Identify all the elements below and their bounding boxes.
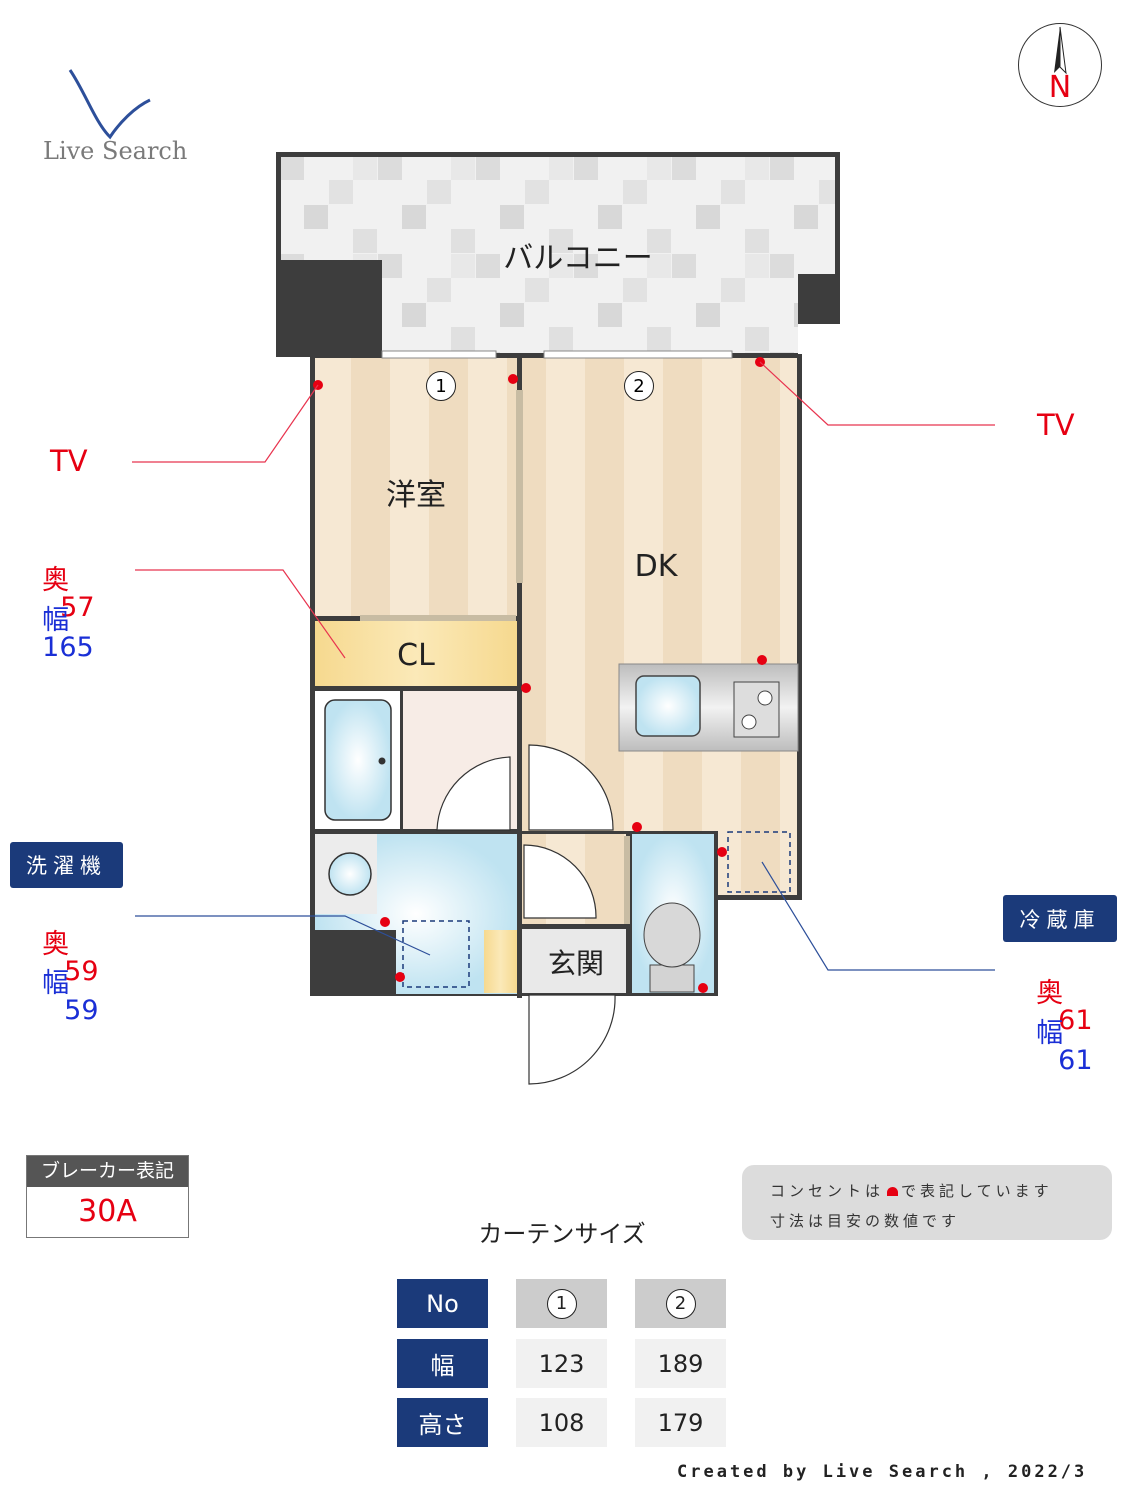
note-line-1: コンセントはで表記しています [770, 1180, 1053, 1201]
closet [315, 621, 517, 686]
room-label-closet: CL [397, 638, 435, 673]
washer-space [402, 920, 470, 988]
outlet-icon [887, 1187, 899, 1196]
fridge-space [727, 831, 791, 893]
compass-label: N [1048, 70, 1072, 105]
note-text: コンセントは [770, 1182, 885, 1200]
window-1 [381, 350, 497, 359]
room-label-balcony: バルコニー [503, 241, 652, 276]
room-label-entrance: 玄関 [548, 947, 604, 980]
window-number: 2 [665, 1288, 696, 1319]
curtain-header-2: 2 [635, 1279, 726, 1328]
tv-label-left: TV [50, 444, 88, 478]
callout-lines [132, 361, 995, 971]
depth-label: 奥 [1036, 978, 1064, 1009]
logo: Live Search [40, 62, 200, 172]
footer-credit: Created by Live Search , 2022/3 [677, 1462, 1088, 1482]
outlets [313, 357, 767, 993]
curtain-cell: 108 [516, 1398, 607, 1447]
room-label-western: 洋室 [386, 478, 446, 513]
window-number: 1 [435, 375, 447, 397]
compass: N [1018, 23, 1102, 107]
washer-title: 洗濯機 [10, 842, 123, 888]
depth-value: 57 [60, 592, 95, 623]
notes-box: コンセントはで表記しています 寸法は目安の数値です [742, 1165, 1112, 1240]
width-value: 59 [64, 995, 99, 1026]
tv-label-right: TV [1037, 408, 1075, 442]
curtain-header-1: 1 [516, 1279, 607, 1328]
curtain-row-label: 幅 [397, 1339, 488, 1388]
fridge-title: 冷蔵庫 [1003, 895, 1117, 942]
note-line-2: 寸法は目安の数値です [770, 1212, 961, 1230]
note-text: で表記しています [901, 1182, 1053, 1200]
window-marker-1: 1 [426, 371, 456, 401]
dk-room [522, 358, 797, 831]
entrance [522, 929, 626, 993]
north-arrow-icon [1054, 26, 1067, 75]
washer-width: 幅 59 [25, 943, 99, 1026]
depth-value: 59 [64, 956, 99, 987]
curtain-cell: 189 [635, 1339, 726, 1388]
doors [436, 744, 616, 1085]
window-2 [543, 350, 733, 359]
kitchen-counter [618, 663, 799, 752]
depth-label: 奥 [42, 929, 70, 960]
logo-mark-icon [68, 69, 151, 140]
balcony [276, 152, 840, 357]
width-value: 165 [42, 632, 94, 663]
curtain-cell: 123 [516, 1339, 607, 1388]
breaker-box: ブレーカー表記 30A [26, 1155, 189, 1238]
shoe-closet [484, 930, 517, 993]
closet-width: 幅 165 [25, 580, 94, 661]
curtain-cell: 179 [635, 1398, 726, 1447]
breaker-title: ブレーカー表記 [27, 1156, 188, 1187]
curtain-header-no: No [397, 1279, 488, 1328]
room-label-dk: DK [635, 549, 679, 584]
window-marker-2: 2 [624, 371, 654, 401]
width-label: 幅 [1036, 1018, 1064, 1049]
width-label: 幅 [42, 968, 70, 999]
window-number: 1 [546, 1288, 577, 1319]
depth-label: 奥 [42, 565, 70, 596]
logo-text: Live Search [43, 137, 188, 165]
closet-depth: 奥 57 [25, 540, 95, 623]
width-label: 幅 [42, 605, 70, 636]
window-number: 2 [633, 375, 645, 397]
western-room [315, 358, 517, 616]
depth-value: 61 [1058, 1005, 1093, 1036]
width-value: 61 [1058, 1045, 1093, 1076]
curtain-title: カーテンサイズ [478, 1220, 646, 1248]
fridge-depth: 奥 61 [1019, 953, 1093, 1036]
breaker-value: 30A [78, 1194, 137, 1229]
washer-depth: 奥 59 [25, 904, 99, 987]
fridge-width: 幅 61 [1019, 993, 1093, 1076]
curtain-row-label: 高さ [397, 1398, 488, 1447]
